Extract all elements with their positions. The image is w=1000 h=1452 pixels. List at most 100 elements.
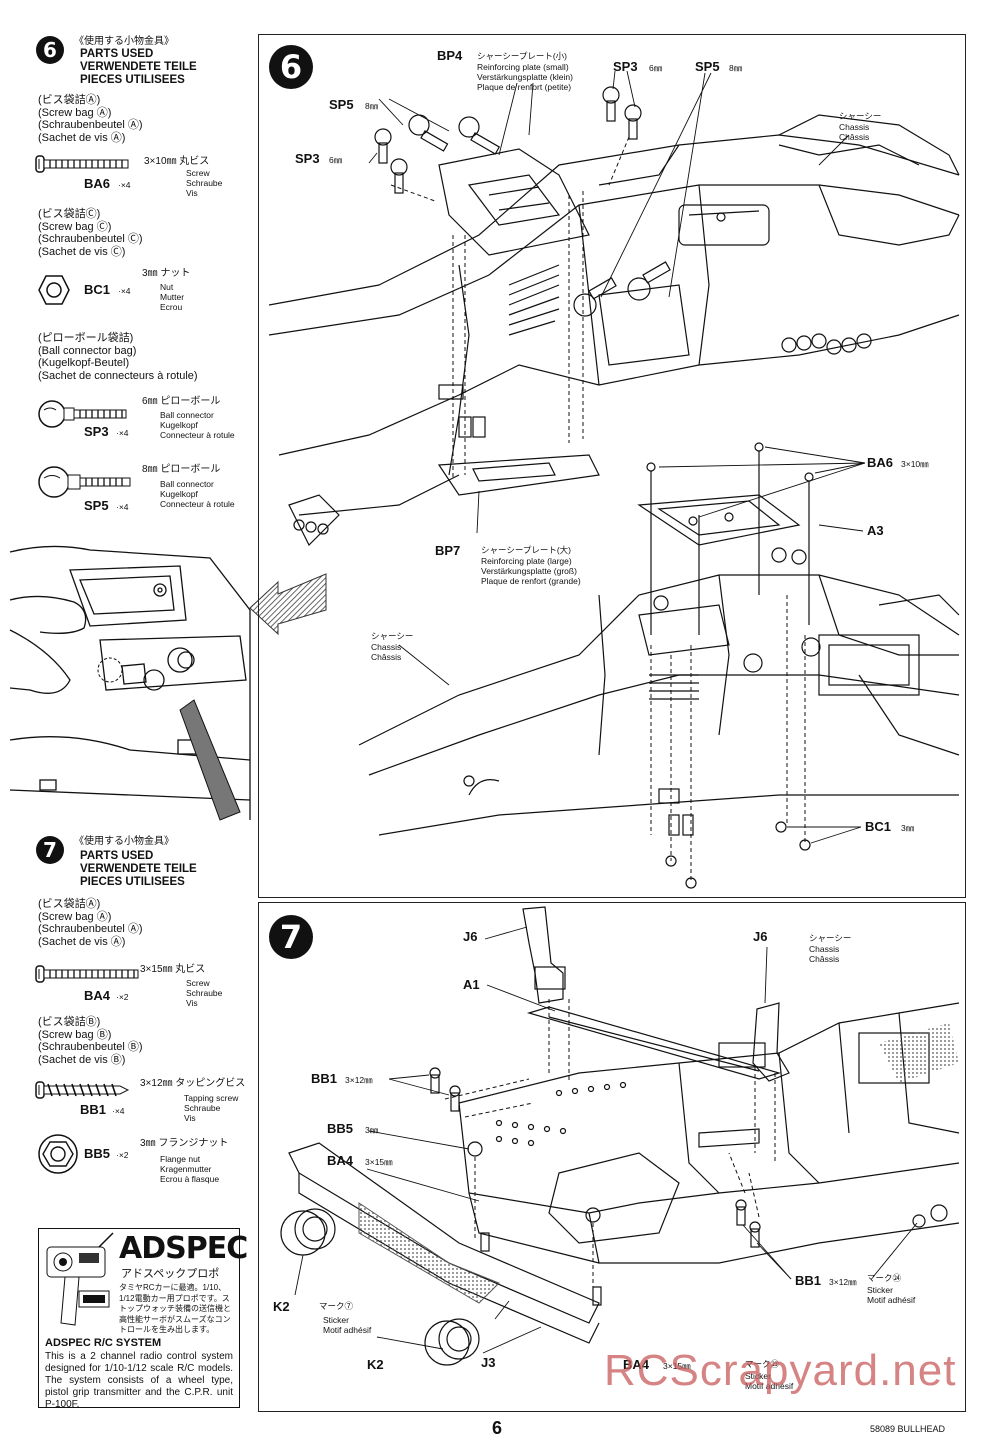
label-bb1-top-mm: 3×12㎜ [345, 1075, 373, 1085]
inset-screwdriver-illustration [9, 545, 251, 821]
ball-connector-icon [38, 400, 127, 428]
label-k2-bottom: K2 [367, 1357, 384, 1372]
label-bb5-mm: 3㎜ [365, 1125, 379, 1135]
label-sp5-top-mm: 8㎜ [729, 63, 743, 73]
bb5-qty: ·×2 [116, 1150, 129, 1160]
watermark: RCScrapyard.net [604, 1346, 957, 1395]
label-sp3-top-mm: 6㎜ [649, 63, 663, 73]
label-bb1-bottom-mm: 3×12㎜ [829, 1277, 857, 1287]
diagram-step6-panel: 6 [258, 34, 966, 898]
step6-bag-a: (ビス袋詰Ⓐ) (Screw bag Ⓐ) (Schraubenbeutel Ⓐ… [38, 94, 143, 144]
label-chassis-bottom-desc: Chassis Châssis [371, 642, 402, 662]
bc1-qty: ·×4 [118, 286, 131, 296]
ba4-code: BA4 [84, 988, 111, 1003]
label-a1: A1 [463, 977, 480, 992]
sp5-qty: ·×4 [116, 502, 129, 512]
label-bp7-desc: Reinforcing plate (large) Verstärkungspl… [481, 556, 581, 586]
label-sp5-top: SP5 [695, 59, 720, 74]
label-k2-top: K2 [273, 1299, 290, 1314]
bb1-spec: 3×12㎜ タッピングビス [140, 1078, 246, 1089]
adspec-title: ADSPEC R/C SYSTEM [45, 1337, 162, 1349]
bb1-desc: Tapping screw Schraube Vis [184, 1093, 239, 1123]
label-ba4-bottom: BA4 [623, 1357, 650, 1372]
label-j6-left: J6 [463, 929, 478, 944]
step6-badge: 6 [36, 36, 64, 64]
bb5-code: BB5 [84, 1146, 111, 1161]
step7-header-en: PARTS USED [80, 850, 154, 862]
bb1-qty: ·×4 [112, 1106, 125, 1116]
label-bp7-jp: シャーシープレート(大) [481, 545, 571, 555]
transmitter-icon [46, 1232, 114, 1326]
label-ba6-mm: 3×10㎜ [901, 459, 929, 469]
direction-arrow-icon [249, 573, 327, 636]
step7-header-fr: PIECES UTILISEES [80, 876, 185, 888]
sp3-desc: Ball connector Kugelkopf Connecteur à ro… [160, 410, 235, 440]
label-sp5-left: SP5 [329, 97, 354, 112]
diagram-step7-panel: 7 [258, 902, 966, 1412]
label-sp3-left-mm: 6㎜ [329, 155, 343, 165]
label-bp4-jp: シャーシープレート(小) [477, 51, 567, 61]
step6-header-jp: 《使用する小物金具》 [74, 36, 174, 47]
label-bb5: BB5 [327, 1121, 354, 1136]
label-chassis-7-desc: Chassis Châssis [809, 944, 840, 964]
ba6-desc: Screw Schraube Vis [186, 168, 223, 198]
tapping-screw-icon [35, 1081, 130, 1099]
sp5-spec: 8㎜ ピローボール [142, 464, 221, 475]
bc1-code: BC1 [84, 282, 111, 297]
label-chassis-7-jp: シャーシー [809, 933, 852, 943]
step7-header-de: VERWENDETE TEILE [80, 863, 197, 875]
step6-header-de: VERWENDETE TEILE [80, 61, 197, 73]
label-mark23-jp: マーク㉓ [745, 1359, 780, 1369]
diagram6-badge: 6 [269, 45, 313, 89]
label-bp7: BP7 [435, 543, 461, 558]
label-mark23-desc: Sticker Motif adhésif [745, 1371, 794, 1391]
bb1-code: BB1 [80, 1102, 107, 1117]
ba6-qty: ·×4 [118, 180, 131, 190]
label-bp4: BP4 [437, 48, 463, 63]
sp3-spec: 6㎜ ピローボール [142, 396, 221, 407]
ba4-spec: 3×15㎜ 丸ビス [140, 964, 206, 975]
sp3-qty: ·×4 [116, 428, 129, 438]
label-sp3-top: SP3 [613, 59, 638, 74]
page-number: 6 [492, 1418, 503, 1438]
label-ba4-top: BA4 [327, 1153, 354, 1168]
label-j6-right: J6 [753, 929, 768, 944]
flange-nut-icon [38, 1134, 78, 1174]
ba6-code: BA6 [84, 176, 111, 191]
label-bb1-top: BB1 [311, 1071, 338, 1086]
label-ba4-bottom-mm: 3×15㎜ [663, 1361, 691, 1371]
ball-connector-large-icon [38, 466, 131, 498]
bc1-spec: 3㎜ ナット [142, 268, 191, 279]
label-j3: J3 [481, 1355, 496, 1370]
step7-bag-a: (ビス袋詰Ⓐ) (Screw bag Ⓐ) (Schraubenbeutel Ⓐ… [38, 898, 143, 948]
ba4-desc: Screw Schraube Vis [186, 978, 223, 1008]
bb5-spec: 3㎜ フランジナット [140, 1138, 229, 1149]
bb5-desc: Flange nut Kragenmutter Ecrou à flasque [160, 1154, 220, 1184]
step6-bag-ball: (ピローボール袋詰) (Ball connector bag) (Kugelko… [38, 332, 198, 382]
nut-icon [38, 275, 70, 305]
step7-badge: 7 [36, 836, 64, 864]
label-a3: A3 [867, 523, 884, 538]
page-code: 58089 BULLHEAD [870, 1424, 946, 1434]
adspec-jp-text: タミヤRCカーに最適。1/10、1/12電動カー用プロポです。ストップウォッチ装… [119, 1283, 231, 1334]
label-bb1-bottom: BB1 [795, 1273, 822, 1288]
bc1-desc: Nut Mutter Ecrou [160, 282, 185, 312]
step7-bag-b: (ビス袋詰Ⓑ) (Screw bag Ⓑ) (Schraubenbeutel Ⓑ… [38, 1016, 143, 1066]
label-mark24-desc: Sticker Motif adhésif [867, 1285, 916, 1305]
screw-long-icon [35, 965, 139, 983]
label-chassis-top-desc: Chassis Châssis [839, 122, 870, 142]
chassis-exploded-drawing-6 [268, 70, 960, 889]
step6-header-fr: PIECES UTILISEES [80, 74, 185, 86]
sp3-code: SP3 [84, 424, 109, 439]
label-ba4-top-mm: 3×15㎜ [365, 1157, 393, 1167]
label-bp4-desc: Reinforcing plate (small) Verstärkungspl… [477, 62, 573, 92]
label-ba6: BA6 [867, 455, 894, 470]
chassis-exploded-drawing-7 [280, 906, 960, 1366]
step6-header-en: PARTS USED [80, 48, 154, 60]
label-chassis-top-jp: シャーシー [839, 111, 882, 121]
adspec-body: This is a 2 channel radio control system… [45, 1351, 233, 1410]
label-bc1-mm: 3㎜ [901, 823, 915, 833]
label-sp5-left-mm: 8㎜ [365, 101, 379, 111]
sp5-desc: Ball connector Kugelkopf Connecteur à ro… [160, 479, 235, 509]
adspec-ad-box: ADSPEC アドスペックプロポ タミヤRCカーに最適。1/10、1/12電動カ… [38, 1228, 248, 1410]
